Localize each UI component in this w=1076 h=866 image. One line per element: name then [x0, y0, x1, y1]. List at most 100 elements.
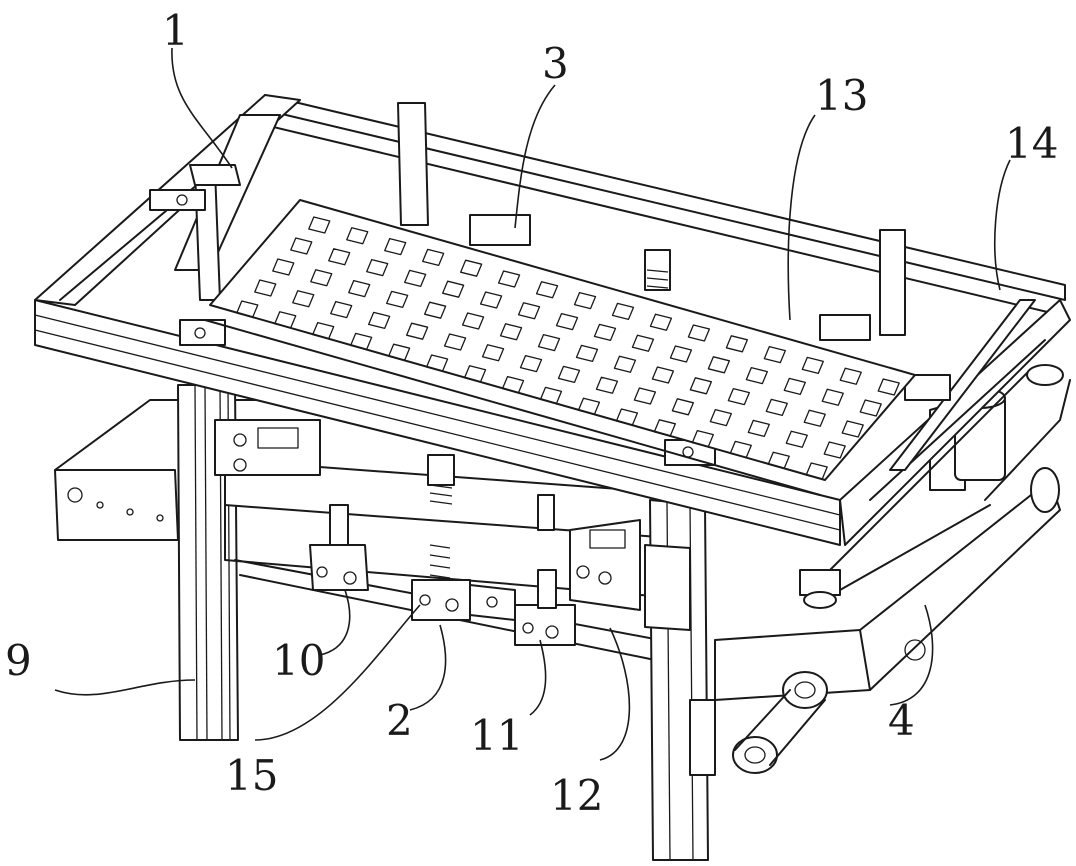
tray-hole [350, 332, 373, 351]
tray-hole [423, 301, 447, 319]
tray-hole [348, 279, 371, 298]
tray-hole [593, 323, 617, 342]
tray-hole [573, 291, 597, 310]
tray-hole [459, 259, 483, 277]
leader-11 [529, 639, 547, 716]
leader-15 [254, 604, 421, 741]
tray-hole [669, 345, 693, 363]
leader-13 [787, 114, 816, 321]
tray-hole [501, 375, 525, 394]
tray-hole [404, 269, 427, 288]
tray-hole [823, 441, 846, 459]
callout-15: 15 [225, 751, 278, 800]
cylinder [469, 214, 871, 341]
leader-3 [514, 84, 556, 229]
tray-hole [405, 322, 429, 340]
callout-4: 4 [888, 696, 915, 745]
tray-hole [272, 258, 295, 276]
callout-2: 2 [386, 696, 413, 745]
tray-hole [387, 343, 411, 361]
tray-hole [312, 321, 335, 340]
tray-hole [384, 237, 407, 256]
tray-hole [691, 429, 714, 448]
tray-hole [425, 354, 449, 372]
leader-4 [889, 604, 934, 706]
callout-12: 12 [550, 771, 603, 820]
tray-hole [801, 356, 824, 375]
tray-hole [366, 258, 389, 277]
callout-14: 14 [1005, 119, 1058, 168]
tray-hole [613, 355, 637, 373]
tray-hole [254, 279, 277, 297]
callout-10: 10 [272, 636, 325, 685]
tray-hole [330, 300, 353, 319]
leader-14 [994, 159, 1011, 291]
tray-hole [765, 398, 788, 417]
tray-hole [651, 366, 675, 384]
tray-hole [308, 216, 331, 234]
tray-hole [292, 290, 315, 308]
tray-hole [535, 281, 559, 299]
tray-hole [499, 323, 523, 341]
leader-1 [171, 47, 233, 169]
tray-hole [461, 312, 485, 330]
tray-hole [577, 397, 601, 415]
tray-hole [274, 311, 297, 329]
callout-13: 13 [815, 71, 868, 120]
tray-hole [631, 334, 655, 352]
leader-2 [409, 624, 447, 711]
top-frame [34, 94, 1071, 546]
tray-hole [615, 408, 639, 426]
tray-hole [328, 248, 351, 266]
tray-holes [236, 216, 900, 480]
tray-hole [805, 462, 828, 480]
callout-3: 3 [542, 39, 569, 88]
tray-hole [649, 313, 673, 331]
tray-hole [859, 399, 882, 417]
tray-hole [479, 291, 503, 309]
tray-hole [346, 227, 369, 245]
tray-hole [763, 345, 786, 364]
lower-frame [214, 419, 701, 661]
tray-hole [310, 269, 333, 287]
tray-hole [727, 387, 750, 406]
tray-hole [575, 344, 599, 363]
stop-plates [149, 102, 951, 466]
tray-hole [443, 333, 467, 351]
leader-9 [54, 679, 196, 696]
conveyor-belt [714, 467, 1061, 774]
tray-hole [709, 408, 732, 427]
tray-hole [519, 354, 543, 373]
tray-hole [803, 409, 826, 427]
tray-hole [463, 365, 487, 383]
leader-12 [599, 627, 631, 761]
tray-hole [725, 335, 749, 353]
tray-hole [290, 237, 313, 255]
right-post [644, 499, 716, 861]
callout-1: 1 [162, 6, 189, 55]
leader-10 [319, 589, 351, 656]
tray-hole [517, 302, 541, 320]
tray-hole [481, 344, 505, 362]
tray-hole [386, 290, 409, 309]
tray-hole [877, 378, 900, 396]
leader-lines [54, 47, 1011, 761]
tray-hole [653, 419, 677, 437]
tray-hole [611, 302, 635, 321]
tray-hole [633, 387, 657, 405]
tray-hole [671, 398, 695, 416]
tray-hole [729, 440, 752, 459]
tray-hole [555, 312, 579, 331]
tray-hole [687, 324, 711, 342]
tray-hole [841, 420, 864, 438]
tray-hole [441, 280, 465, 298]
tray-hole [785, 430, 808, 448]
tray-hole [783, 377, 806, 396]
tray-hole [767, 451, 790, 469]
tray-hole [539, 386, 563, 405]
tray-hole [557, 365, 581, 384]
callout-9: 9 [5, 636, 32, 685]
tray-hole [707, 356, 731, 374]
